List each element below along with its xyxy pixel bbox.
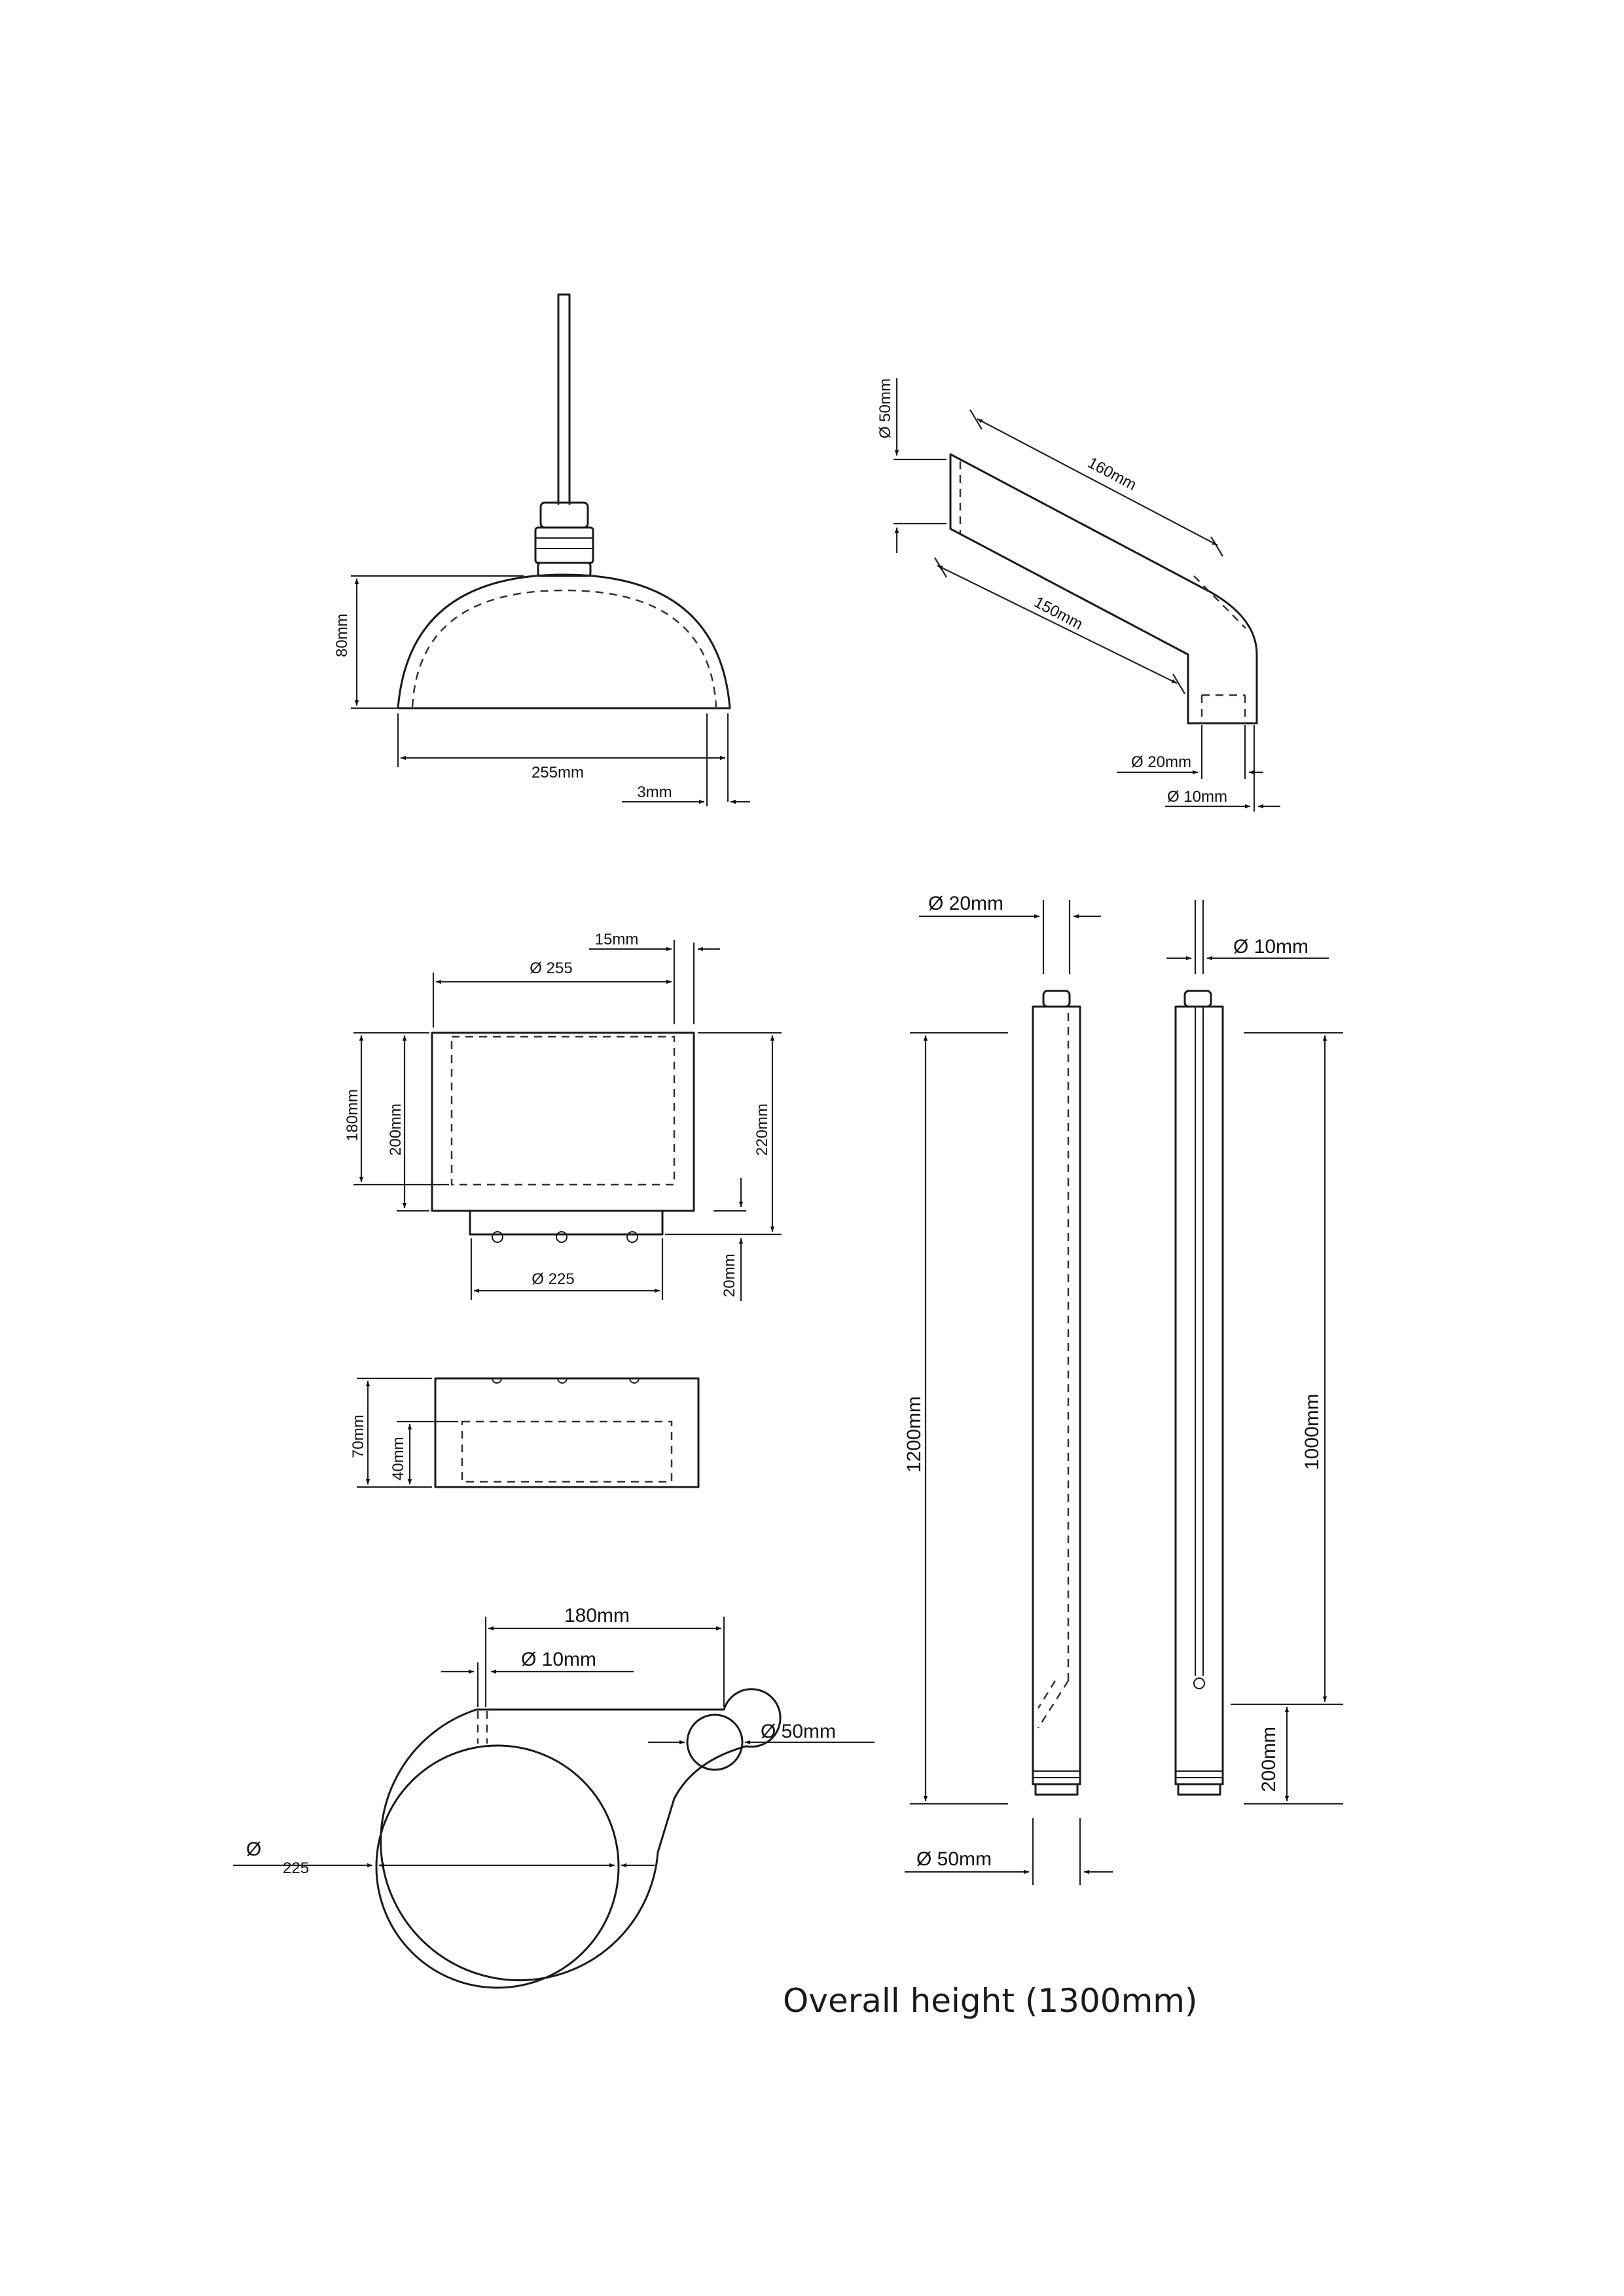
pole-top-dia-label: Ø 20mm	[928, 893, 1003, 914]
ring-hole	[686, 1713, 744, 1771]
ring-dia-value: 225	[283, 1859, 309, 1877]
arm-view: Ø 50mm 160mm 150mm Ø 20mm Ø 10mm	[876, 378, 1280, 812]
base-outer-dia-label: Ø 255	[530, 960, 572, 977]
ring-hole-dia-label: Ø 50mm	[761, 1721, 836, 1742]
pole-side-top-pin	[1183, 990, 1212, 1008]
ring-span-label: 180mm	[564, 1605, 630, 1626]
shade-inner	[411, 589, 717, 708]
ring-pin-dia-label: Ø 10mm	[521, 1649, 596, 1670]
shade-view: 80mm 255mm 3mm	[333, 293, 750, 806]
ring-inner	[375, 1744, 620, 1989]
pole-side-tube	[1174, 1005, 1224, 1785]
ring-dia-symbol: Ø	[246, 1839, 261, 1860]
pole-lower-length-label: 200mm	[1258, 1727, 1280, 1792]
base-body-height-label: 200mm	[387, 1103, 405, 1156]
pole-front-tube	[1032, 1005, 1081, 1785]
base-lower-view: 70mm 40mm	[350, 1377, 700, 1488]
shade-width-label: 255mm	[532, 764, 584, 781]
pole-upper-length-label: 1000mm	[1301, 1393, 1323, 1470]
pole-front-top-pin	[1042, 990, 1071, 1008]
base-upper-view: Ø 255 15mm 180mm 200mm 220mm 20mm Ø 225	[344, 931, 782, 1301]
base-upper-cavity	[450, 1035, 676, 1186]
shade-thickness-label: 3mm	[637, 783, 672, 801]
base-lower-inner-label: 40mm	[389, 1437, 407, 1480]
arm-top-length-label: 160mm	[1085, 454, 1139, 493]
base-foot-height-label: 20mm	[721, 1253, 738, 1297]
base-lower-height-label: 70mm	[350, 1414, 367, 1458]
base-wall-label: 15mm	[595, 931, 639, 948]
arm-tube-dia-label: Ø 50mm	[876, 378, 894, 439]
shade-body	[397, 573, 731, 709]
pole-front-view: Ø 20mm 1200mm Ø 50mm	[903, 893, 1113, 1885]
base-inner-height-label: 180mm	[344, 1089, 361, 1141]
base-lower-body	[434, 1377, 700, 1488]
shade-socket	[534, 526, 594, 564]
pole-side-view: Ø 10mm 1000mm 200mm	[1166, 900, 1343, 1805]
arm-end-outer-label: Ø 20mm	[1131, 753, 1191, 771]
shade-socket	[537, 562, 592, 577]
arm-bottom-length-label: 150mm	[1031, 593, 1085, 633]
base-foot-dia-label: Ø 225	[532, 1270, 574, 1288]
arm-body	[949, 453, 1258, 725]
pole-front-thread	[1034, 1783, 1079, 1796]
pole-side-pin-label: Ø 10mm	[1233, 936, 1308, 958]
overall-height-caption: Overall height (1300mm)	[783, 1982, 1198, 2020]
base-overall-height-label: 220mm	[753, 1103, 771, 1156]
pole-side-thread	[1177, 1783, 1221, 1796]
arm-end-inner-label: Ø 10mm	[1167, 788, 1227, 806]
base-lower-cavity	[461, 1420, 673, 1483]
pole-bottom-dia-label: Ø 50mm	[916, 1848, 992, 1870]
base-upper-foot	[469, 1210, 664, 1236]
ring-view: 180mm Ø 10mm Ø 50mm Ø 225	[233, 1605, 875, 1989]
pole-length-label: 1200mm	[903, 1396, 925, 1473]
shade-height-label: 80mm	[333, 613, 351, 657]
shade-socket	[539, 501, 589, 529]
ring-outer	[380, 1688, 782, 1982]
